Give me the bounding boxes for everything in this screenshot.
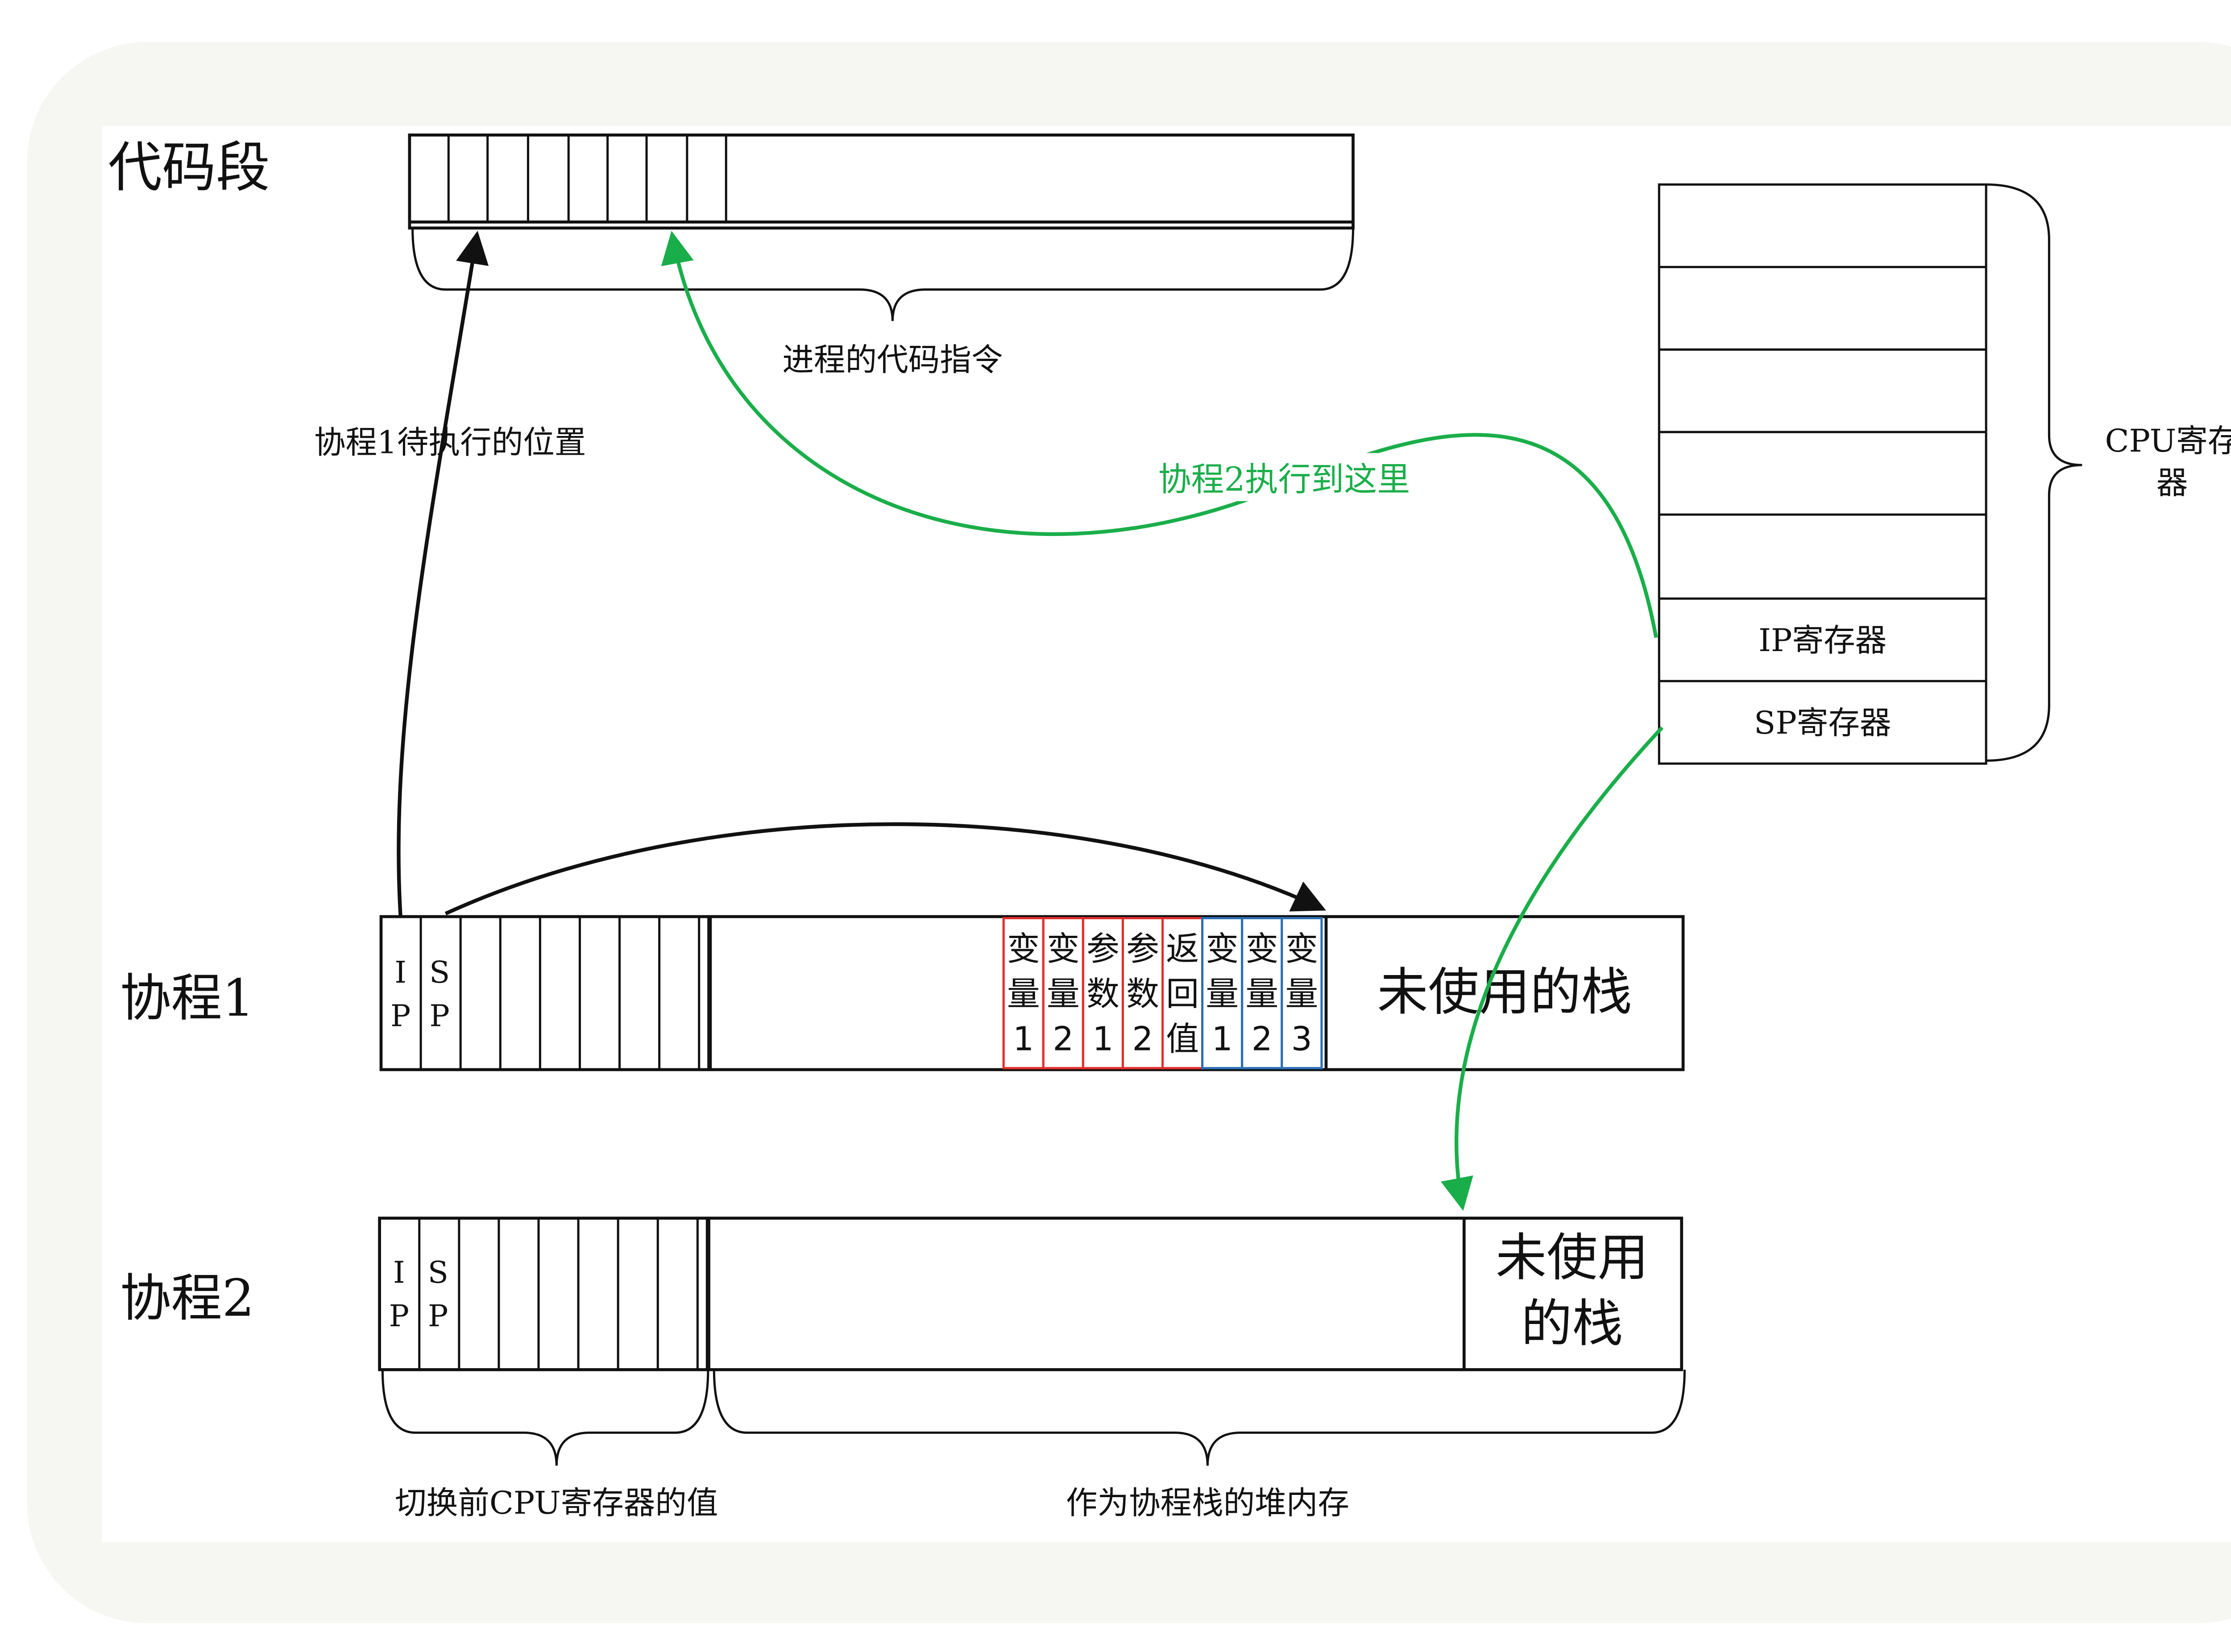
stack-frame-cell: [1121, 917, 1164, 1070]
stack-frame-cell-text: 值: [1166, 1020, 1199, 1058]
heap-as-stack-label: 作为协程栈的堆内存: [1066, 1484, 1349, 1521]
stack-frame-cell-text: 2: [1252, 1020, 1273, 1058]
cpu-registers-label-line2: 器: [2156, 464, 2188, 501]
coroutine2-label: 协程2: [120, 1268, 254, 1328]
regs-before-switch-brace: [381, 1370, 709, 1466]
stack-frame-cell-text: 量: [1007, 975, 1040, 1013]
stack-frame-cell-text: 参: [1126, 930, 1159, 968]
cpu-register-stack: [1658, 183, 1987, 765]
stack-frame-cell-text: 变: [1206, 930, 1239, 968]
coroutine2-here-label-bg: [1143, 453, 1425, 501]
coroutine2-sp-arrow: [1441, 726, 1664, 1211]
cpu-registers-label-line1: CPU寄存: [2105, 422, 2231, 459]
stack-frame-cell-text: 变: [1245, 930, 1278, 968]
coroutine2-sp-letter: P: [428, 1299, 448, 1333]
code-segment-bar: [408, 133, 1355, 230]
coroutine2-sp-letter: S: [428, 1255, 448, 1290]
stack-frame-cell-text: 量: [1245, 975, 1278, 1013]
stack-frame-cell-text: 变: [1285, 930, 1318, 968]
stack-frame-cell-text: 数: [1126, 975, 1159, 1013]
stack-frame-cell-text: 1: [1092, 1020, 1113, 1058]
stack-frame-cell-text: 数: [1086, 975, 1120, 1013]
stack-frame-cell-text: 参: [1086, 930, 1120, 968]
coroutine1-ip-arrow: [397, 231, 489, 917]
stack-frame-cell: [1002, 917, 1045, 1070]
regs-before-switch-label: 切换前CPU寄存器的值: [395, 1484, 718, 1521]
heap-as-stack-brace: [713, 1370, 1686, 1466]
stack-frame-cell-text: 1: [1013, 1020, 1034, 1058]
stack-frame-cell-text: 变: [1047, 930, 1080, 968]
cpu-register-brace: [1986, 183, 2082, 762]
coroutine2-ip-letter: I: [393, 1255, 405, 1290]
coroutine1-ip-letter: P: [390, 998, 411, 1033]
stack-frame-cell-text: 3: [1291, 1020, 1312, 1058]
stack-frame-cell: [1082, 917, 1124, 1070]
coroutine2-stack-bar: [378, 1216, 1684, 1371]
coroutine1-pos-label: 协程1待执行的位置: [314, 423, 586, 461]
stack-frame-cell-text: 量: [1285, 975, 1318, 1013]
coroutine2-unused-stack-line1: 未使用: [1496, 1228, 1649, 1287]
coroutine1-sp-letter: P: [429, 998, 449, 1033]
stack-frame-cell-text: 回: [1166, 975, 1199, 1013]
stack-frame-cell-text: 变: [1007, 930, 1040, 968]
stack-frame-cell: [1281, 917, 1323, 1070]
coroutine1-sp-letter: S: [429, 955, 450, 990]
stack-frame-cell-text: 量: [1206, 975, 1239, 1013]
stack-frame-cell: [1042, 917, 1084, 1070]
coroutine2-unused-stack-line2: 的栈: [1521, 1294, 1623, 1353]
coroutine1-label: 协程1: [120, 968, 254, 1028]
stack-frame-cell-text: 2: [1053, 1020, 1074, 1058]
stack-frame-cell-text: 1: [1212, 1020, 1233, 1058]
coroutine1-ip-letter: I: [394, 955, 406, 990]
process-code-label: 进程的代码指令: [782, 341, 1003, 378]
stack-frame-cell-text: 返: [1166, 930, 1199, 968]
coroutine1-unused-stack: 未使用的栈: [1377, 963, 1632, 1022]
ip-register-label: IP寄存器: [1758, 622, 1887, 659]
stack-frame-cell-text: 2: [1132, 1020, 1153, 1058]
coroutine2-here-label: 协程2执行到这里: [1158, 460, 1410, 498]
coroutine2-ip-letter: P: [389, 1299, 409, 1333]
sp-register-label: SP寄存器: [1754, 704, 1891, 741]
code-segment-brace: [411, 228, 1354, 321]
coroutine2-ip-arrow: [661, 231, 1658, 638]
stack-frame-cell: [1161, 917, 1204, 1070]
coroutine1-sp-arrow: [444, 822, 1326, 916]
code-segment-label: 代码段: [108, 136, 270, 199]
stack-frame-cell-text: 量: [1047, 975, 1080, 1013]
